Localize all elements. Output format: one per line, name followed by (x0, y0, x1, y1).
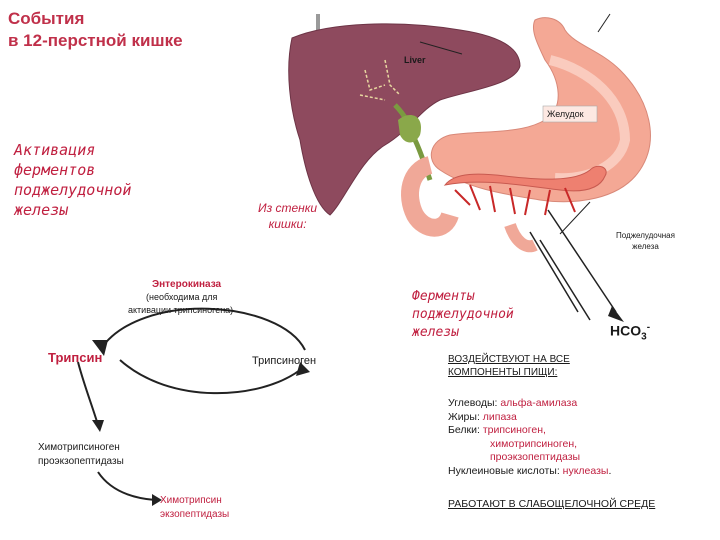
liver-label: Liver (404, 55, 426, 65)
enterokinase-arc-arrow (99, 307, 306, 351)
nutrient-name: Белки: (448, 424, 483, 436)
nutrient-end: . (608, 464, 612, 477)
arrowhead (92, 340, 108, 356)
chymotrypsin-line: экзопептидазы (160, 509, 230, 520)
acts-on-line: ВОЗДЕЙСТВУЮТ НА ВСЕ (448, 354, 570, 365)
hepatic-ducts (359, 59, 401, 101)
protein-enzyme-extra: химотрипсиноген, (490, 437, 578, 450)
nutrient-enzyme: липаза (482, 410, 517, 423)
stomach-label-box (542, 105, 598, 123)
activation-line: железы (14, 201, 69, 219)
pancreas-label-line: железа (632, 242, 659, 251)
bicarbonate-label: HCO3- (610, 322, 650, 342)
nutrient-enzyme: альфа-амилаза (500, 397, 578, 409)
hco3-arrowhead (608, 306, 624, 322)
acts-on-line: КОМПОНЕНТЫ ПИЩИ: (448, 367, 558, 378)
pointer-line (597, 13, 611, 33)
title-line-1: События (8, 9, 85, 28)
chymotrypsin-label: Химотрипсин экзопептидазы (160, 494, 229, 522)
nutrient-enzyme: нуклеазы (562, 464, 609, 477)
bicarbonate-base: HCO (610, 322, 642, 339)
bicarbonate-sup: - (646, 322, 651, 333)
pancreatic-enzymes-heading: Ферменты поджелудочной железы (412, 288, 514, 342)
pancreas-label: Поджелудочная железа (616, 230, 675, 252)
chymotrypsinogen-to-chymotrypsin-arrow (97, 471, 156, 501)
enterokinase-note-2: активации трипсиногена) (128, 305, 234, 315)
enterokinase-note-1: (необходима для (146, 292, 218, 302)
protein-enzyme-extra: проэкзопептидазы (490, 451, 581, 463)
enzymes-arrow-line (539, 239, 591, 321)
chymotrypsinogen-line: Химотрипсиноген (38, 442, 120, 453)
page-title: События в 12-перстной кишке (8, 8, 183, 52)
nutrient-enzyme: трипсиноген, (482, 424, 546, 436)
jejunum-loop (504, 222, 538, 253)
pancreatic-enzymes-line: железы (412, 325, 459, 340)
hco3-arrow-line (547, 209, 617, 313)
intestinal-wall-label: Из стенки кишки: (258, 200, 317, 232)
nutrient-row-fats: Жиры: липаза (448, 411, 611, 425)
activation-line: Активация (14, 141, 96, 159)
nutrient-name: Жиры: (448, 410, 483, 423)
pancreas-label-line: Поджелудочная (616, 231, 675, 240)
stomach-label: Желудок (547, 109, 584, 119)
acts-on-heading: ВОЗДЕЙСТВУЮТ НА ВСЕ КОМПОНЕНТЫ ПИЩИ: (448, 353, 570, 379)
trypsin-label: Трипсин (48, 350, 103, 365)
footer-note: РАБОТАЮТ В СЛАБОЩЕЛОЧНОЙ СРЕДЕ (448, 498, 656, 510)
gallbladder (398, 115, 421, 143)
activation-heading: Активация ферментов поджелудочной железы (14, 140, 131, 220)
pointer-line (419, 41, 463, 55)
title-line-2: в 12-перстной кишке (8, 31, 183, 50)
nutrient-row-proteins: Белки: трипсиноген, (448, 424, 611, 438)
nutrient-row-carbs: Углеводы: альфа-амилаза (448, 397, 611, 411)
chymotrypsin-line: Химотрипсин (160, 495, 222, 506)
arrowhead (296, 362, 310, 376)
pancreatic-enzymes-line: Ферменты (412, 289, 475, 304)
trypsin-to-chymotrypsinogen-arrow (77, 361, 99, 426)
duodenum-shape (401, 156, 459, 237)
trypsin-arc-arrow (119, 359, 301, 395)
intestinal-wall-line: Из стенки (258, 201, 318, 215)
stomach-shape (430, 17, 651, 203)
nutrient-row-nucleic: Нуклеиновые кислоты: нуклеазы. (448, 465, 611, 479)
nutrient-name: Нуклеиновые кислоты: (448, 464, 563, 477)
intestinal-wall-line: кишки: (268, 217, 307, 231)
nutrient-list: Углеводы: альфа-амилаза Жиры: липаза Бел… (448, 397, 611, 478)
pancreas-shape (443, 165, 607, 192)
activation-line: ферментов (14, 161, 96, 179)
arrowhead (92, 420, 104, 432)
enterokinase-label: Энтерокиназа (152, 279, 222, 290)
divider-mark (316, 14, 320, 32)
activation-line: поджелудочной (14, 181, 132, 199)
bicarbonate-sub: 3 (641, 331, 647, 343)
enzymes-arrow-line (529, 231, 579, 313)
pancreatic-enzymes-line: поджелудочной (412, 307, 514, 322)
chymotrypsinogen-line: проэкзопептидазы (38, 456, 124, 467)
pancreatic-vessels (454, 184, 576, 216)
pancreas-pointer (559, 201, 591, 235)
nutrient-name: Углеводы: (448, 397, 501, 409)
arrowhead (152, 494, 162, 506)
trypsinogen-label: Трипсиноген (252, 355, 317, 367)
chymotrypsinogen-label: Химотрипсиноген проэкзопептидазы (38, 441, 124, 469)
